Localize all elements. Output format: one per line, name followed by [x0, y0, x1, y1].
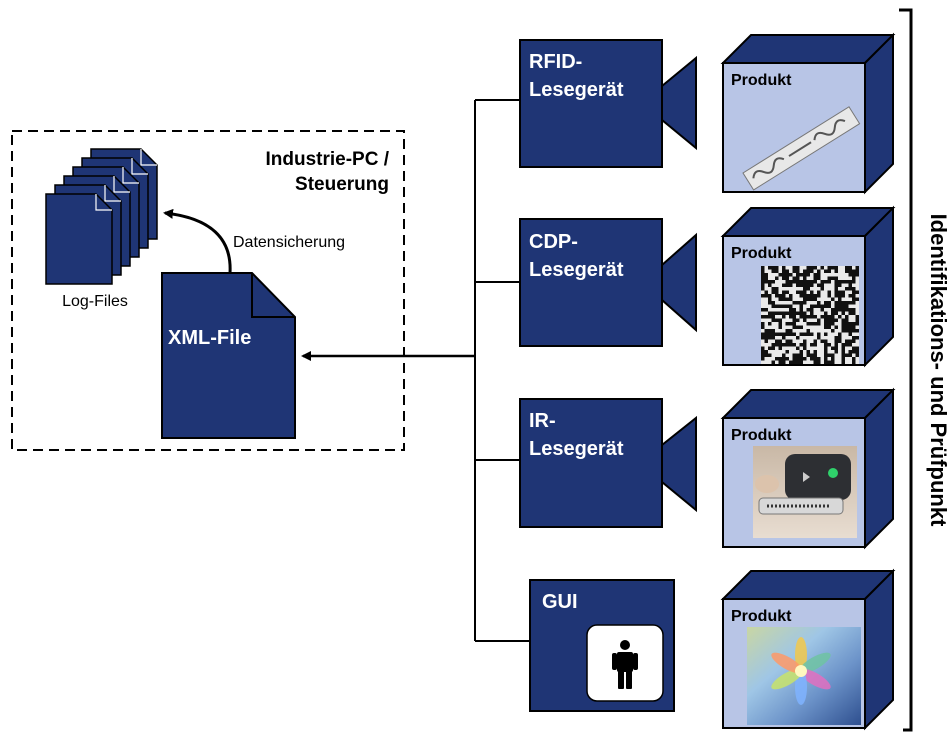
cdp-reader-camera-icon: [519, 218, 697, 347]
cdp-reader-label-line2: Lesegerät: [529, 259, 624, 281]
industrial-pc-title-line1: Industrie-PC /: [265, 149, 389, 170]
product-cube: Produkt: [720, 205, 896, 368]
log-files-label: Log-Files: [62, 293, 128, 310]
rfid-reader-label-line2: Lesegerät: [529, 79, 624, 101]
product-cube: Produkt: [720, 32, 896, 195]
ir-reader-camera-icon: [519, 398, 697, 528]
product-cube: Produkt: [720, 568, 896, 731]
person-icon: [612, 640, 638, 689]
industrial-pc-frame: [11, 130, 405, 451]
log-file-page-icon: [45, 193, 113, 285]
product-label: Produkt: [731, 427, 792, 444]
product-label: Produkt: [731, 72, 792, 89]
ir-reader-device-image: [753, 446, 857, 538]
ir-reader-label-line1: IR-: [529, 410, 556, 432]
xml-file-label: XML-File: [168, 327, 251, 349]
cdp-reader-label-line1: CDP-: [529, 231, 578, 253]
bus-connections: [474, 99, 530, 642]
rfid-reader-camera-icon: [519, 39, 697, 168]
rfid-tag-image: [742, 106, 861, 191]
product-label: Produkt: [731, 608, 792, 625]
product-cube: Produkt: [720, 387, 896, 550]
product-label: Produkt: [731, 245, 792, 262]
gui-label: GUI: [542, 591, 578, 613]
backup-arrow: [163, 208, 232, 274]
checkpoint-bracket: [899, 8, 913, 732]
xml-file-document: [161, 272, 296, 439]
industrial-pc-title-line2: Steuerung: [295, 174, 389, 195]
backup-label: Datensicherung: [233, 234, 345, 251]
rfid-reader-label-line1: RFID-: [529, 51, 582, 73]
hologram-label-image: [747, 627, 861, 725]
checkpoint-label: Identifikations- und Prüfpunkt: [926, 214, 950, 528]
log-files-stack-icon: [45, 148, 158, 285]
copy-detection-pattern-image: [761, 266, 859, 364]
ir-reader-label-line2: Lesegerät: [529, 438, 624, 460]
